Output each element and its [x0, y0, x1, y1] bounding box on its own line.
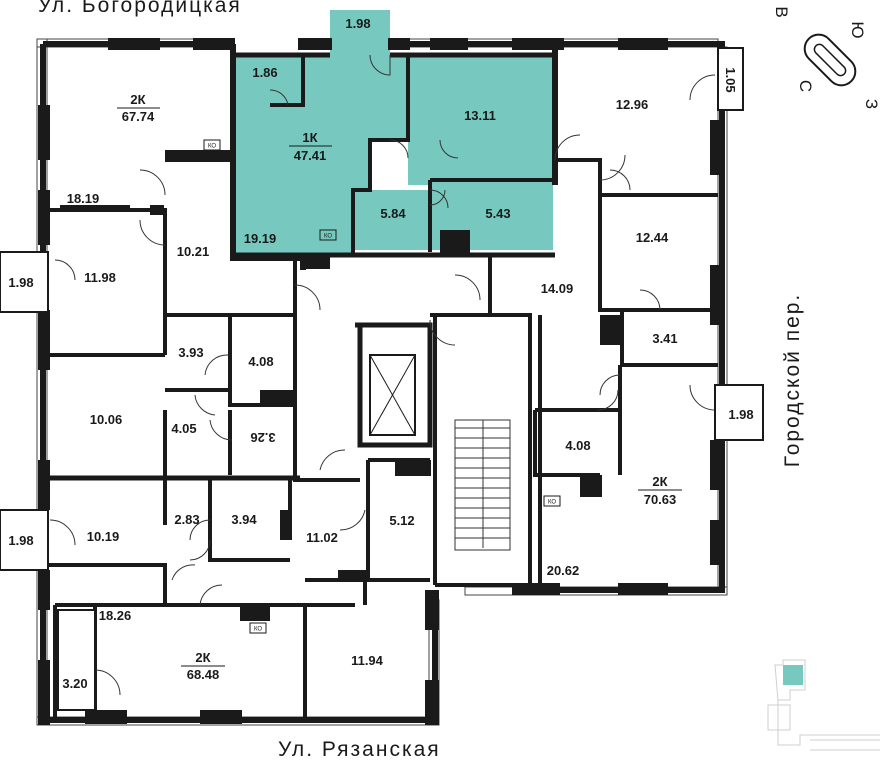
- compass-rose: В Ю С З: [772, 6, 880, 109]
- room-area: 1.86: [252, 65, 277, 80]
- room-area: 3.41: [652, 331, 677, 346]
- room-area: 18.19: [67, 191, 100, 206]
- compass-east: В: [772, 6, 791, 17]
- room-area: 3.93: [178, 345, 203, 360]
- room-area: 4.08: [248, 354, 273, 369]
- room-area: 3.94: [231, 512, 257, 527]
- room-area: 4.05: [171, 421, 196, 436]
- room-area: 12.96: [616, 97, 649, 112]
- room-area: 11.98: [84, 270, 116, 285]
- compass-south: Ю: [848, 21, 867, 38]
- wall-blocks: [38, 38, 724, 725]
- room-area: 1.05: [723, 67, 738, 92]
- room-area: 10.06: [90, 412, 123, 427]
- apartment-area: 68.48: [187, 667, 220, 682]
- walls: [40, 41, 725, 723]
- selected-apartment-fill[interactable]: [233, 10, 553, 255]
- room-area: 20.62: [547, 563, 580, 578]
- compass-north: С: [796, 80, 815, 92]
- locator-minimap: [767, 659, 880, 751]
- utility-label: КО: [254, 627, 262, 633]
- room-area: 11.94: [351, 653, 384, 668]
- room-area: 1.98: [345, 16, 370, 31]
- street-top-label: Ул. Богородицкая: [38, 0, 242, 17]
- room-area: 5.43: [485, 206, 510, 221]
- utility-boxes: КО КО КО КО: [203, 139, 561, 634]
- apartment-area: 47.41: [294, 148, 327, 163]
- room-area: 1.98: [8, 533, 33, 548]
- room-area: 3.20: [62, 676, 87, 691]
- room-area: 2.83: [174, 512, 199, 527]
- room-area: 1.98: [8, 275, 33, 290]
- room-area: 10.19: [87, 529, 120, 544]
- street-bottom-label: Ул. Рязанская: [278, 738, 441, 761]
- room-area: 3.26: [250, 430, 275, 445]
- apartment-type: 2К: [195, 650, 210, 665]
- room-area: 18.26: [99, 608, 132, 623]
- elevator: [369, 354, 416, 436]
- door-swings: [49, 54, 716, 696]
- compass-west: З: [862, 99, 880, 109]
- apartment-type: 1К: [302, 130, 317, 145]
- apartment-labels: 2К 67.74 1К 47.41 2К 70.63 2К 68.48: [117, 92, 682, 682]
- room-area: 5.84: [380, 206, 406, 221]
- room-area: 13.11: [464, 108, 496, 123]
- room-area: 10.21: [177, 244, 210, 259]
- apartment-type: 2К: [652, 474, 667, 489]
- room-area: 11.02: [306, 530, 338, 545]
- room-area: 1.98: [728, 407, 753, 422]
- room-area: 5.12: [389, 513, 414, 528]
- balconies: [0, 47, 764, 711]
- room-area: 4.08: [565, 438, 590, 453]
- apartment-area: 70.63: [644, 492, 677, 507]
- room-area: 12.44: [636, 230, 669, 245]
- apartment-area: 67.74: [122, 109, 155, 124]
- utility-label: КО: [548, 500, 556, 506]
- utility-label: КО: [208, 144, 216, 150]
- utility-label: КО: [324, 234, 332, 240]
- staircase: [454, 419, 511, 551]
- room-area: 14.09: [541, 281, 574, 296]
- room-labels: 1.98 1.86 13.11 5.84 5.43 19.19 12.96 1.…: [8, 16, 753, 691]
- apartment-type: 2К: [130, 92, 145, 107]
- room-area: 19.19: [244, 231, 277, 246]
